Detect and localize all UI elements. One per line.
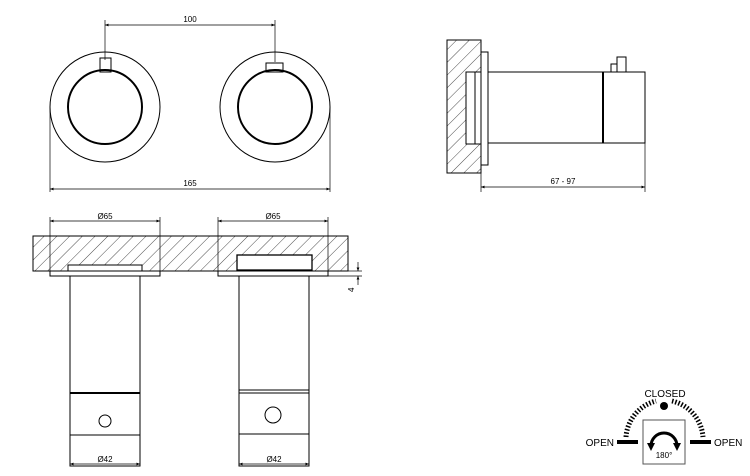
closed-position-dot <box>660 402 668 410</box>
front-view: 100 165 <box>49 15 331 192</box>
left-body-diameter: Ø42 <box>97 455 113 464</box>
left-flange <box>49 270 161 277</box>
right-recess <box>236 254 313 271</box>
left-pin-hole <box>98 414 112 428</box>
open-right-label: OPEN <box>714 438 742 449</box>
open-left-label: OPEN <box>586 438 614 449</box>
open-right-bar <box>690 440 711 444</box>
right-rosette-outer <box>219 51 331 163</box>
depth-dimension: 67 - 97 <box>551 177 576 186</box>
knob-tab <box>616 56 627 73</box>
rotation-angle-box <box>642 419 686 465</box>
knob-tab-small <box>610 63 618 73</box>
left-flange-diameter: Ø65 <box>97 212 113 221</box>
right-handle <box>237 69 313 145</box>
rotation-arrow-icon <box>649 431 679 447</box>
section-view: 4 Ø65 Ø65 Ø42 Ø42 <box>32 212 362 467</box>
side-flange <box>480 51 489 166</box>
left-body <box>69 275 141 467</box>
total-width-dimension: 165 <box>183 179 197 188</box>
wall-recess <box>465 71 482 145</box>
rotation-diagram: CLOSED OPEN OPEN 180° <box>586 389 742 465</box>
open-left-bar <box>617 440 638 444</box>
right-handle-notch <box>265 62 284 73</box>
rotation-angle-label: 180° <box>656 451 673 460</box>
left-recess <box>67 264 143 272</box>
left-handle-notch <box>99 57 112 73</box>
offset-dimension: 4 <box>347 287 356 292</box>
right-body <box>238 275 310 467</box>
right-flange-diameter: Ø65 <box>265 212 281 221</box>
right-flange <box>217 270 329 277</box>
right-pin-hole <box>264 406 282 424</box>
spacing-dimension: 100 <box>183 15 197 24</box>
left-rosette-outer <box>49 51 161 163</box>
left-handle <box>67 69 143 145</box>
side-body <box>487 71 646 144</box>
side-view: 67 - 97 <box>446 39 646 192</box>
closed-label: CLOSED <box>644 389 685 400</box>
right-body-diameter: Ø42 <box>266 455 282 464</box>
